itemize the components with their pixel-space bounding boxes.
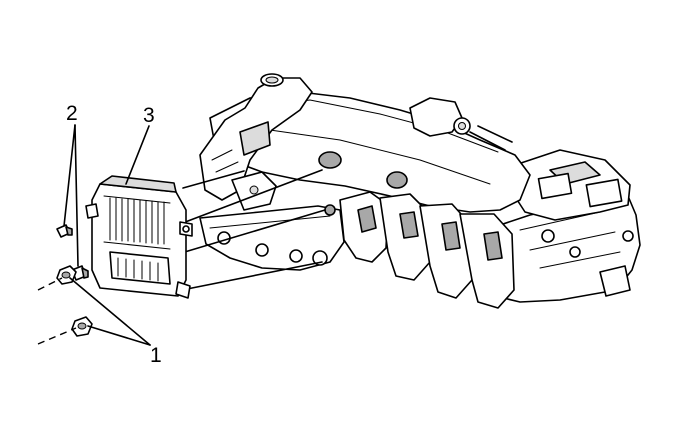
callout-1: 1 <box>150 344 162 367</box>
leader-lines <box>63 124 151 346</box>
dashed-axis-lower <box>37 327 77 345</box>
bolt-upper <box>56 224 73 238</box>
lower-manifold-base <box>199 205 345 271</box>
intake-runners <box>339 191 515 309</box>
intake-plenum <box>209 91 531 213</box>
intake-manifold-assembly <box>199 73 641 309</box>
control-module <box>85 175 193 299</box>
plenum-port-middle <box>386 171 408 189</box>
callout-2: 2 <box>66 102 78 125</box>
module-cooling-fins <box>103 195 171 250</box>
dashed-axis-upper <box>37 277 63 291</box>
alignment-guide-lines <box>177 169 326 291</box>
module-connector <box>109 251 171 285</box>
plenum-port-upper <box>318 151 342 169</box>
callout-3: 3 <box>143 104 155 127</box>
